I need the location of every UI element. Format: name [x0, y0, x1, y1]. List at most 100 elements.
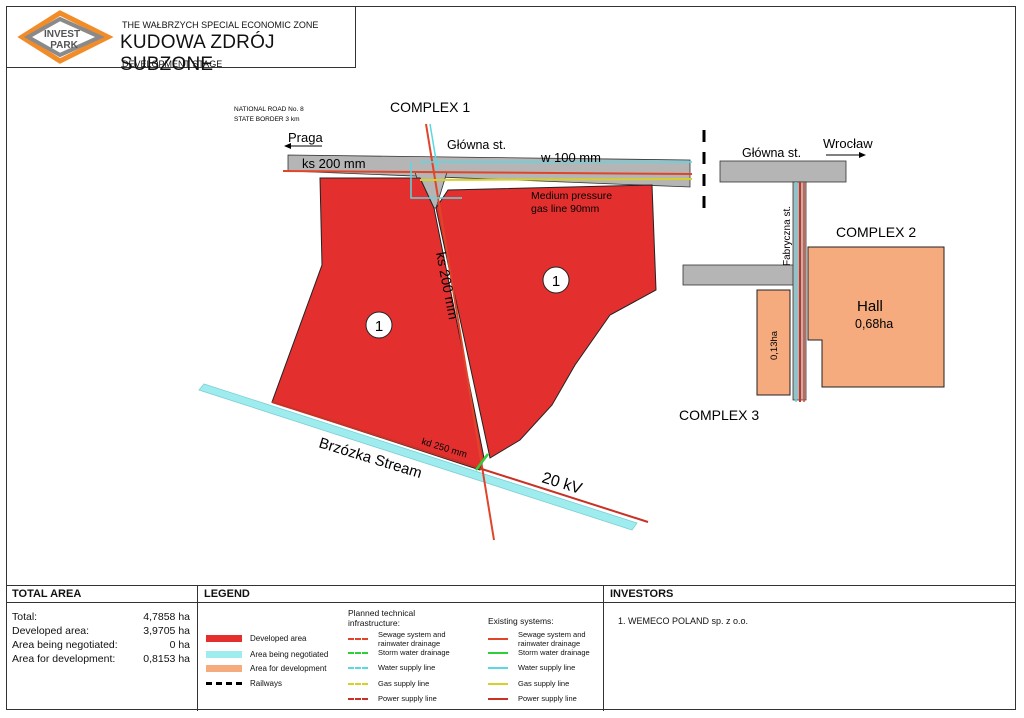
- area-label: Area being negotiated:: [12, 639, 118, 651]
- water-loop: [410, 162, 462, 199]
- legend-line-label: Storm water drainage: [378, 648, 450, 657]
- legend-development-area: Area for development: [206, 664, 327, 673]
- brzozka-stream: [198, 383, 638, 531]
- legend-label: Railways: [250, 679, 283, 688]
- legend-label: Area for development: [250, 664, 327, 673]
- existing-storm: Storm water drainage: [488, 648, 590, 657]
- area-value: 0 ha: [169, 639, 190, 651]
- legend-line-swatch: [348, 666, 368, 669]
- legend-line-swatch: [488, 666, 508, 669]
- legend-line-swatch: [348, 697, 368, 700]
- legend-line-label: Power supply line: [378, 694, 437, 703]
- fabryczna-street-label: Fabryczna st.: [782, 206, 793, 266]
- glowna-street-road-east: [719, 160, 847, 183]
- legend-line-label: Storm water drainage: [518, 648, 590, 657]
- plot-marker-east: [542, 266, 570, 294]
- power-line-20kv: [271, 401, 649, 523]
- legend-label: Area being negotiated: [250, 650, 329, 659]
- legend-swatch: [206, 665, 242, 672]
- area-label: Area for development:: [12, 653, 116, 665]
- planned-gas: Gas supply line: [348, 679, 429, 688]
- planned-title: Planned technical infrastructure:: [348, 608, 415, 628]
- gas-line-label-1: Medium pressure: [531, 190, 612, 202]
- legend-line-label-2: rainwater drainage: [378, 639, 441, 648]
- hall-area: [807, 246, 945, 388]
- legend-line-swatch: [488, 697, 508, 700]
- investor-item: 1. WEMECO POLAND sp. z o.o.: [618, 616, 749, 626]
- plot-number-west: 1: [375, 318, 383, 335]
- legend-label: Developed area: [250, 634, 307, 643]
- sewage-line-road: [282, 170, 693, 175]
- planned-storm: Storm water drainage: [348, 648, 450, 657]
- map-frame: [6, 6, 1016, 710]
- existing-water: Water supply line: [488, 663, 575, 672]
- existing-gas: Gas supply line: [488, 679, 569, 688]
- legend-line-swatch: [488, 638, 508, 640]
- stage-label: DEVELOPMENT STAGE: [122, 59, 223, 69]
- gas-line-label-2: gas line 90mm: [531, 203, 600, 215]
- logo-orange-ring: [17, 10, 114, 64]
- area-row-for-development: Area for development: 0,8153 ha: [12, 653, 190, 665]
- investors-heading: INVESTORS: [604, 586, 1016, 603]
- plot-number-east: 1: [552, 273, 560, 290]
- area-value: 4,7858 ha: [143, 611, 190, 623]
- investors-panel: INVESTORS 1. WEMECO POLAND sp. z o.o.: [604, 586, 1016, 711]
- legend-line-label: Water supply line: [378, 663, 436, 672]
- hall-area-label: 0,68ha: [855, 317, 893, 331]
- planned-title-line-1: Planned technical: [348, 608, 416, 618]
- planned-water: Water supply line: [348, 663, 435, 672]
- legend-line-swatch: [348, 651, 368, 654]
- w100-label: w 100 mm: [540, 150, 601, 165]
- developed-plot-east: [435, 184, 657, 459]
- hall-label: Hall: [857, 298, 883, 315]
- complex-1-label: COMPLEX 1: [390, 99, 470, 115]
- legend-line-swatch: [348, 638, 368, 640]
- glowna-street-label-2: Główna st.: [742, 146, 801, 160]
- existing-title: Existing systems:: [488, 616, 554, 626]
- praga-label: Praga: [288, 130, 323, 145]
- road-note-2: STATE BORDER 3 km: [234, 116, 300, 123]
- zone-name: THE WAŁBRZYCH SPECIAL ECONOMIC ZONE: [122, 20, 319, 30]
- legend-line-label-1: Sewage system and: [378, 630, 446, 639]
- logo-text-park: PARK: [50, 40, 78, 51]
- area-label: Developed area:: [12, 625, 90, 637]
- planned-power: Power supply line: [348, 694, 437, 703]
- legend-line-swatch: [348, 682, 368, 685]
- legend-line-swatch: [488, 682, 508, 685]
- logo-text-invest: INVEST: [44, 29, 80, 40]
- legend-negotiated-area: Area being negotiated: [206, 650, 328, 659]
- small-area-label: 0,13ha: [769, 330, 780, 360]
- legend-railways: Railways: [206, 679, 282, 688]
- legend-swatch: [206, 682, 242, 685]
- site-map: 1 1 NATIONAL ROAD No. 8 STATE BORDER 3 k…: [198, 99, 945, 541]
- legend-panel: LEGEND Developed area Area being negotia…: [198, 586, 604, 711]
- legend-developed-area: Developed area: [206, 634, 306, 643]
- legend-line-label: Water supply line: [518, 663, 576, 672]
- gas-line-road: [419, 178, 693, 181]
- legend-swatch: [206, 651, 242, 658]
- existing-power: Power supply line: [488, 694, 577, 703]
- ks200-horizontal-label: ks 200 mm: [302, 156, 366, 171]
- complex-3-label: COMPLEX 3: [679, 407, 759, 423]
- area-label: Total:: [12, 611, 38, 623]
- arrow-praga-head: [284, 143, 291, 149]
- legend-line-label-2: rainwater drainage: [518, 639, 581, 648]
- legend-line-label-1: Sewage system and: [518, 630, 586, 639]
- area-row-developed: Developed area: 3,9705 ha: [12, 625, 190, 637]
- area-value: 3,9705 ha: [143, 625, 190, 637]
- wroclaw-label: Wrocław: [823, 136, 873, 151]
- legend-swatch: [206, 635, 242, 642]
- total-area-panel: TOTAL AREA Total: 4,7858 ha Developed ar…: [6, 586, 198, 711]
- invest-park-logo: INVEST PARK: [17, 10, 114, 64]
- title-block: INVEST PARK THE WAŁBRZYCH SPECIAL ECONOM…: [6, 6, 356, 75]
- legend-line-swatch: [488, 651, 508, 654]
- info-panel: TOTAL AREA Total: 4,7858 ha Developed ar…: [6, 585, 1016, 711]
- road-note-1: NATIONAL ROAD No. 8: [234, 106, 304, 113]
- area-value: 0,8153 ha: [143, 653, 190, 665]
- total-area-heading: TOTAL AREA: [6, 586, 197, 603]
- plot-marker-west: [365, 311, 393, 339]
- storm-drain-outlet: [475, 453, 489, 471]
